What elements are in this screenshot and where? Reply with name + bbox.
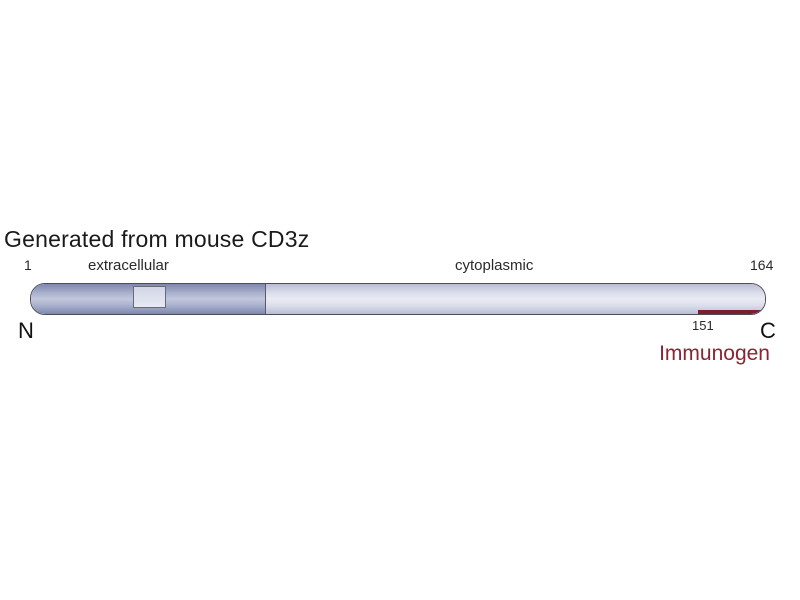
- immunogen-start-label: 151: [692, 318, 714, 333]
- n-terminus-label: N: [18, 318, 34, 343]
- cytoplasmic-segment: [266, 284, 765, 314]
- region-label-extracellular: extracellular: [88, 257, 169, 274]
- immunogen-label: Immunogen: [659, 342, 770, 365]
- region-label-cytoplasmic: cytoplasmic: [455, 257, 534, 274]
- immunogen-region-marker: [698, 310, 764, 314]
- c-terminus-label: C: [760, 318, 776, 343]
- diagram-title: Generated from mouse CD3z: [4, 226, 310, 252]
- position-start-label: 1: [24, 257, 32, 273]
- position-end-label: 164: [750, 257, 774, 273]
- protein-bar: [30, 283, 766, 315]
- transmembrane-segment: [133, 286, 166, 308]
